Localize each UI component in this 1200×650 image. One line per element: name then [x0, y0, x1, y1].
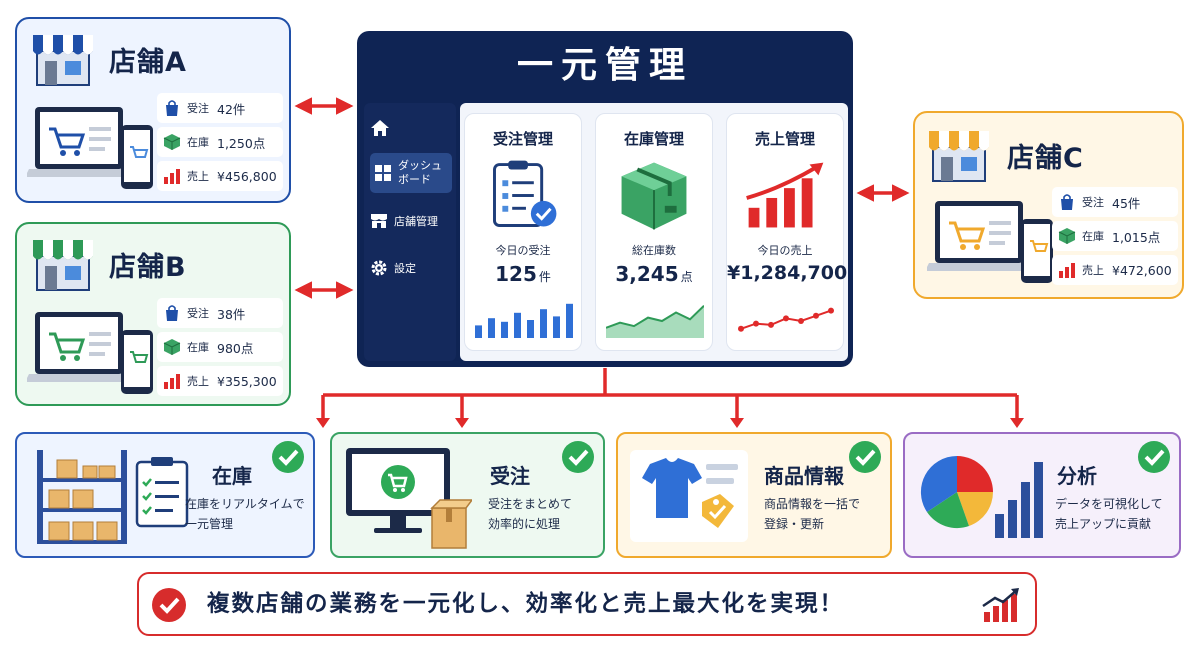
feature-inventory[interactable]: 在庫 在庫をリアルタイムで 一元管理	[15, 432, 315, 558]
sidebar-item-store-management[interactable]: 店舗管理	[370, 213, 452, 229]
shopping-bag-icon	[166, 305, 178, 321]
inventory-box-icon	[1058, 228, 1076, 244]
feature-analysis[interactable]: 分析 データを可視化して 売上アップに貢献	[903, 432, 1181, 558]
feature-desc: 商品情報を一括で 登録・更新	[764, 497, 861, 531]
check-circle-icon	[272, 441, 304, 473]
pie-bar-chart-icon	[920, 455, 1043, 538]
mini-line-point	[798, 318, 804, 324]
store-b-card[interactable]: 店舗B 受注 38件 在庫 980点 売上 ¥355,300	[15, 222, 291, 406]
mini-line-point	[738, 325, 744, 332]
mini-area-line	[606, 304, 704, 329]
laptop-phone-icon	[27, 107, 153, 189]
metric-sales: 売上 ¥472,600	[1052, 255, 1178, 285]
storefront-icon	[929, 131, 989, 182]
metric-sales: 売上 ¥355,300	[157, 366, 283, 396]
bar-chart-icon	[164, 169, 180, 184]
monitor-cart-icon	[346, 448, 472, 549]
feature-orders[interactable]: 受注 受注をまとめて 効率的に処理	[330, 432, 605, 558]
inventory-box-icon	[163, 339, 181, 355]
mini-area-fill	[606, 305, 704, 338]
box-icon	[621, 162, 687, 230]
mini-bar	[501, 321, 508, 338]
central-dashboard: 一元管理 ダッシュ ボード 店舗管理 設定 受注管理	[357, 31, 853, 367]
growth-chart-icon	[982, 588, 1019, 622]
store-b-metrics: 受注 38件 在庫 980点 売上 ¥355,300	[157, 298, 283, 400]
store-a-card[interactable]: 店舗A 受注 42件 在庫 1,250点 売上 ¥456,800	[15, 17, 291, 203]
inventory-box-icon	[163, 134, 181, 150]
storefront-icon	[33, 240, 93, 291]
store-c-name: 店舗C	[1007, 142, 1084, 174]
mini-line-point	[783, 315, 789, 322]
mini-line-point	[768, 321, 774, 328]
sidebar-item-home[interactable]	[370, 119, 452, 137]
feature-desc: 受注をまとめて 効率的に処理	[488, 497, 573, 531]
home-icon	[371, 120, 389, 136]
mini-bar-chart	[475, 303, 573, 338]
sidebar-item-dashboard[interactable]: ダッシュ ボード	[370, 153, 452, 193]
sidebar-item-settings[interactable]: 設定	[370, 259, 452, 277]
metric-inventory: 在庫 1,250点	[157, 127, 283, 157]
feature-product-info[interactable]: 商品情報 商品情報を一括で 登録・更新	[616, 432, 892, 558]
mini-bar	[514, 312, 521, 338]
mini-line-point	[828, 307, 834, 314]
mini-bar	[475, 325, 482, 338]
clipboard-check-icon	[493, 160, 557, 227]
feature-title: 在庫	[212, 464, 252, 488]
mini-area-chart	[606, 304, 704, 338]
tshirt-tag-icon	[630, 450, 748, 542]
central-title: 一元管理	[516, 45, 693, 86]
metric-inventory: 在庫 980点	[157, 332, 283, 362]
store-icon	[371, 214, 387, 228]
mini-line-point	[753, 320, 759, 327]
store-c-metrics: 受注 45件 在庫 1,015点 売上 ¥472,600	[1052, 187, 1178, 289]
mini-bar	[553, 316, 560, 338]
mini-bar	[527, 320, 534, 338]
mini-bar	[488, 318, 495, 338]
metric-orders: 受注 38件	[157, 298, 283, 328]
dashboard-icon	[375, 165, 391, 181]
store-a-name: 店舗A	[109, 46, 187, 78]
check-circle-icon	[1138, 441, 1170, 473]
storefront-icon	[33, 35, 93, 86]
feature-desc: 在庫をリアルタイムで 一元管理	[185, 497, 305, 531]
shopping-bag-icon	[1061, 194, 1073, 210]
warehouse-shelf-icon	[37, 450, 189, 544]
metric-orders: 受注 45件	[1052, 187, 1178, 217]
arrow-tree	[321, 368, 1019, 420]
slogan-text: 複数店舗の業務を一元化し、効率化と売上最大化を実現！	[207, 591, 845, 617]
feature-title: 商品情報	[764, 464, 844, 488]
metric-inventory: 在庫 1,015点	[1052, 221, 1178, 251]
sales-growth-icon	[746, 162, 824, 228]
feature-desc: データを可視化して 売上アップに貢献	[1055, 497, 1163, 531]
metric-sales: 売上 ¥456,800	[157, 161, 283, 191]
store-c-card[interactable]: 店舗C 受注 45件 在庫 1,015点 売上 ¥472,600	[913, 111, 1184, 299]
shopping-bag-icon	[166, 100, 178, 116]
mini-bar	[566, 303, 573, 338]
slogan-banner: 複数店舗の業務を一元化し、効率化と売上最大化を実現！	[137, 572, 1037, 636]
mini-bar	[540, 309, 547, 338]
check-circle-icon	[849, 441, 881, 473]
bar-chart-icon	[164, 374, 180, 389]
panel-sales[interactable]: 売上管理 今日の売上 ¥1,284,700	[726, 113, 847, 351]
mini-line-point	[813, 312, 819, 319]
bar-chart-icon	[1059, 263, 1075, 278]
dashboard-sidebar: ダッシュ ボード 店舗管理 設定	[364, 103, 456, 361]
mini-line-chart	[738, 307, 834, 332]
check-circle-icon	[562, 441, 594, 473]
feature-title: 受注	[490, 464, 530, 488]
laptop-phone-icon	[927, 201, 1053, 283]
check-circle-icon	[152, 588, 186, 622]
store-a-metrics: 受注 42件 在庫 1,250点 売上 ¥456,800	[157, 93, 283, 195]
gear-icon	[371, 260, 387, 276]
metric-orders: 受注 42件	[157, 93, 283, 123]
feature-title: 分析	[1057, 464, 1097, 488]
laptop-phone-icon	[27, 312, 153, 394]
store-b-name: 店舗B	[109, 251, 187, 283]
